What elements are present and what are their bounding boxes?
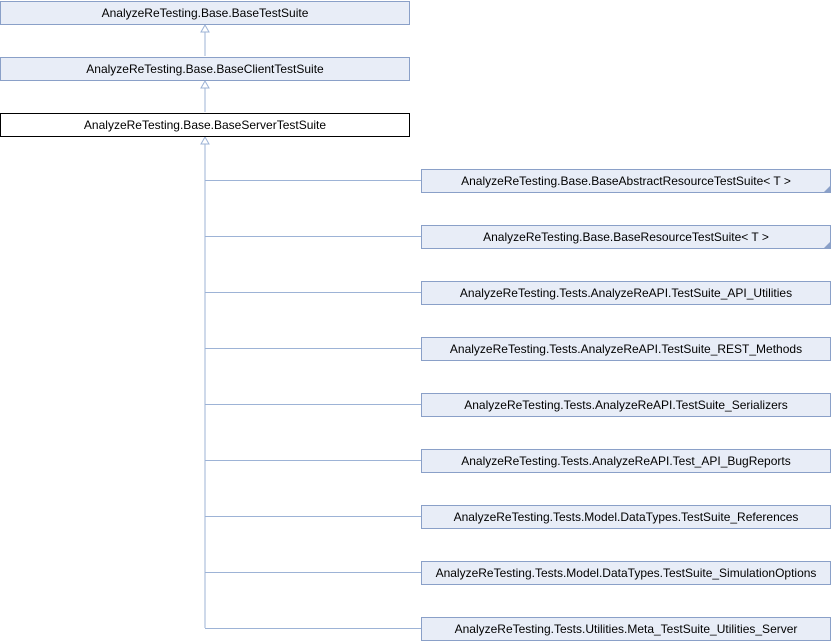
class-node-child[interactable]: AnalyzeReTesting.Tests.AnalyzeReAPI.Test… — [421, 393, 831, 417]
class-node-base-client-test-suite[interactable]: AnalyzeReTesting.Base.BaseClientTestSuit… — [0, 57, 410, 81]
class-node-child[interactable]: AnalyzeReTesting.Tests.AnalyzeReAPI.Test… — [421, 449, 831, 473]
class-node-child[interactable]: AnalyzeReTesting.Tests.AnalyzeReAPI.Test… — [421, 281, 831, 305]
class-node-child[interactable]: AnalyzeReTesting.Tests.Utilities.Meta_Te… — [421, 617, 831, 641]
more-subclasses-marker — [824, 242, 830, 248]
class-node-base-server-test-suite: AnalyzeReTesting.Base.BaseServerTestSuit… — [0, 113, 410, 137]
class-node-child[interactable]: AnalyzeReTesting.Tests.Model.DataTypes.T… — [421, 505, 831, 529]
arrowhead-server — [200, 135, 210, 145]
arrowhead-base — [200, 23, 210, 33]
arrowhead-client — [200, 79, 210, 89]
more-subclasses-marker — [824, 186, 830, 192]
class-node-child[interactable]: AnalyzeReTesting.Base.BaseAbstractResour… — [421, 169, 831, 193]
class-node-child[interactable]: AnalyzeReTesting.Tests.Model.DataTypes.T… — [421, 561, 831, 585]
class-node-child[interactable]: AnalyzeReTesting.Base.BaseResourceTestSu… — [421, 225, 831, 249]
class-node-base-test-suite[interactable]: AnalyzeReTesting.Base.BaseTestSuite — [0, 1, 410, 25]
class-node-child[interactable]: AnalyzeReTesting.Tests.AnalyzeReAPI.Test… — [421, 337, 831, 361]
